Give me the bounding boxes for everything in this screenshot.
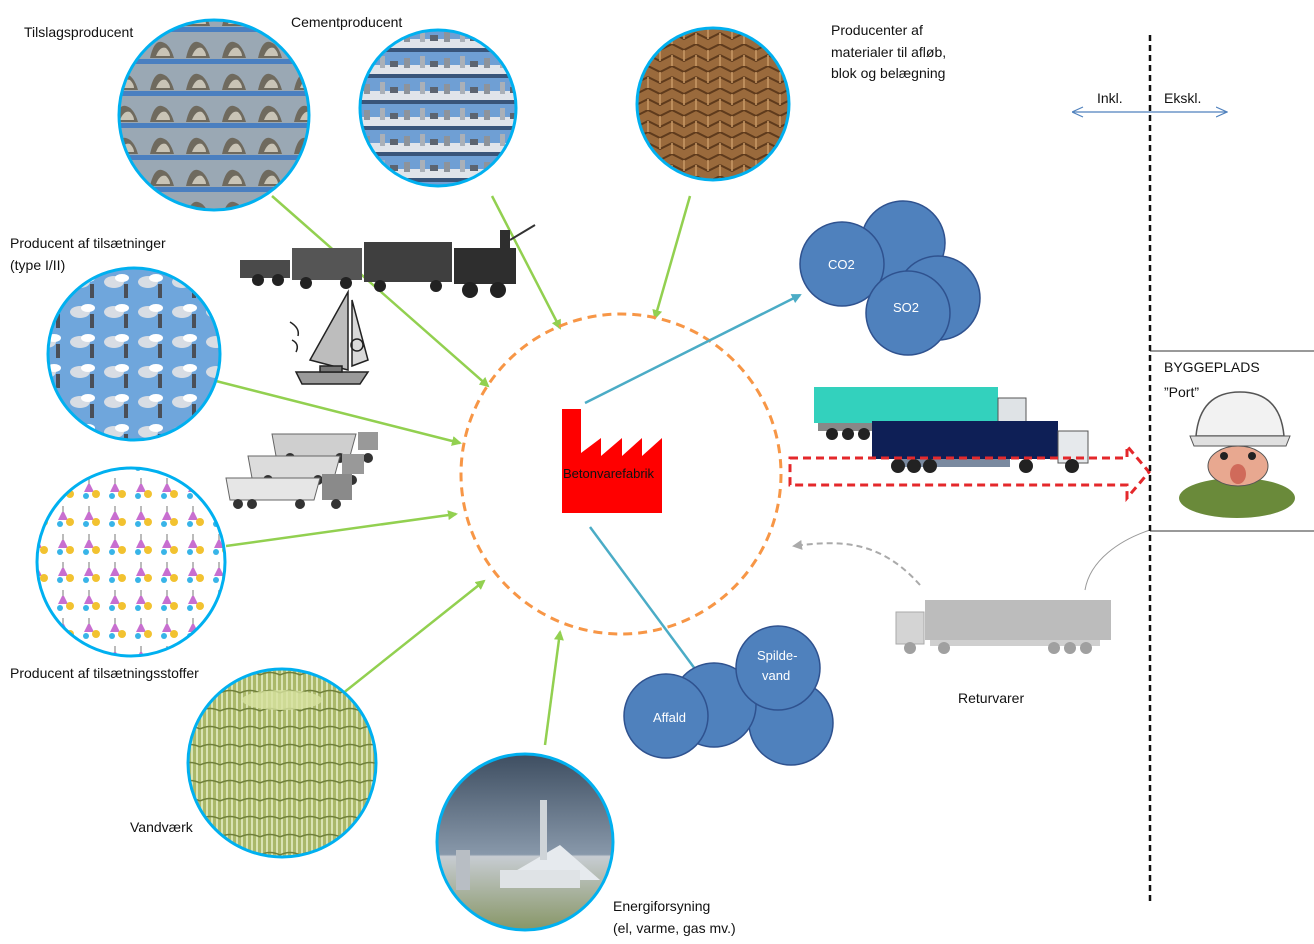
delivery-arrow (788, 441, 1151, 503)
arrow-vandvaerk (341, 579, 486, 695)
spildevand-label-2: vand (762, 668, 790, 683)
arrow-cement (490, 195, 562, 330)
connector-curve (1084, 529, 1151, 591)
photo-materialer (635, 26, 791, 182)
factory-label: Betonvarefabrik (563, 466, 655, 481)
arrow-energi (543, 630, 564, 746)
arrow-emissions (584, 293, 802, 405)
return-truck-icon (895, 600, 1111, 654)
node-label-returvarer: Returvarer (958, 690, 1025, 706)
sailboat-icon (289, 289, 370, 385)
train-icon (240, 224, 536, 298)
photo-tilsaetningsstoffer (35, 466, 227, 658)
co2-label: CO2 (828, 257, 855, 272)
inkl-label: Inkl. (1097, 90, 1123, 106)
emissions-cloud (799, 200, 981, 356)
so2-label: SO2 (893, 300, 919, 315)
node-label-materialer: Producenter af materialer til afløb, blo… (831, 22, 947, 82)
trucks-icon (225, 432, 378, 509)
node-label-vandvaerk: Vandværk (130, 819, 193, 835)
photo-tilslag (117, 18, 311, 212)
node-label-tilsaetninger: Producent af tilsætninger (type I/II) (10, 235, 166, 273)
factory-icon (562, 409, 662, 513)
worker-icon (1179, 391, 1295, 518)
arrow-tilsaetningsstoffer (225, 510, 458, 548)
photo-energi (435, 752, 615, 932)
photo-vandvaerk (186, 667, 378, 859)
spildevand-label-1: Spilde- (757, 648, 797, 663)
node-label-tilslag: Tilslagsproducent (24, 24, 134, 40)
arrow-tilsaetninger (211, 378, 462, 446)
site-subtitle: ”Port” (1164, 384, 1199, 400)
node-label-energi: Energiforsyning (el, varme, gas mv.) (613, 898, 736, 936)
photo-cement (358, 28, 518, 188)
photo-tilsaetninger (46, 266, 222, 442)
return-arrow (792, 540, 921, 586)
site-title: BYGGEPLADS (1164, 359, 1260, 375)
affald-label: Affald (653, 710, 686, 725)
delivery-truck-icon (814, 387, 1089, 473)
ekskl-label: Ekskl. (1164, 90, 1202, 106)
node-label-tilsaetningsstoffer: Producent af tilsætningsstoffer (10, 665, 199, 681)
node-label-cement: Cementproducent (291, 14, 403, 30)
waste-cloud (623, 625, 834, 766)
factory-boundary-circle (459, 312, 783, 636)
arrow-materialer (652, 195, 692, 320)
